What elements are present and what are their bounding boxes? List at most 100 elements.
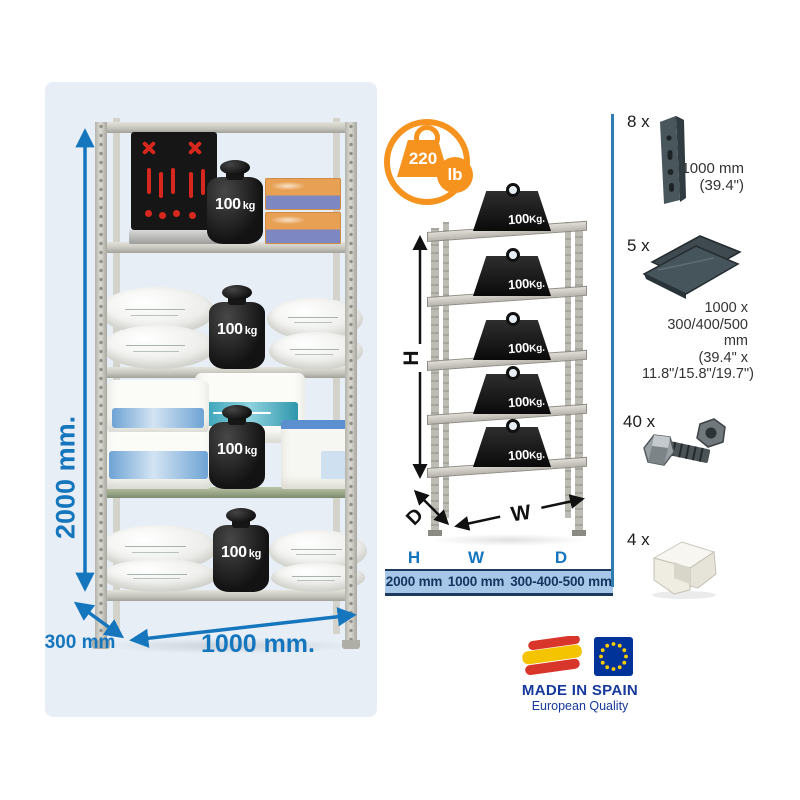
size-table-value-w: 1000 mm [447, 574, 505, 589]
paint-bucket [103, 432, 213, 489]
width-dimension-label: 1000 mm. [201, 630, 315, 658]
part-qty-uprights: 8 x [627, 112, 650, 131]
weight-knob [222, 405, 252, 420]
diagram-weight-ring [506, 366, 520, 380]
weight-body [209, 422, 265, 489]
diagram-weight-body [473, 191, 551, 231]
part-label-line: 11.8"/15.8"/19.7") [642, 366, 754, 382]
capacity-unit-badge: lb [437, 157, 473, 193]
depth-arrow [73, 601, 125, 639]
part-label-shelves: 1000 x 300/400/500 mm (39.4" x 11.8"/15.… [642, 300, 754, 383]
upright-post-icon [660, 116, 686, 204]
tool-mark [189, 172, 193, 198]
tool-mark [201, 169, 205, 195]
capacity-value: 220 [408, 149, 438, 168]
diagram-weight-body [473, 374, 551, 414]
box-stripe [281, 420, 353, 429]
capacity-badge: 220 [384, 119, 470, 205]
sack-bag [101, 559, 217, 592]
weight-value: 100 [220, 544, 247, 561]
rack-post-front-right [345, 122, 357, 642]
diagram-weight-100kg: 100Kg. [473, 183, 551, 231]
diagram-weight-ring [506, 312, 520, 326]
eu-flag-icon [594, 637, 633, 676]
diagram-weight-ring [506, 248, 520, 262]
part-qty-feet: 4 x [627, 530, 650, 549]
tool-mark [173, 210, 180, 217]
diagram-depth-arrow [413, 489, 450, 526]
diagram-weight-100kg: 100Kg. [473, 248, 551, 296]
rack-post-front-left [95, 122, 107, 642]
rack-foot [92, 640, 110, 649]
rack-diagram: 100Kg. 100Kg. 100Kg. 100Kg. 100Kg. [425, 182, 615, 554]
weight-body [213, 525, 269, 592]
size-table-value-row: 2000 mm 1000 mm 300-400-500 mm [385, 569, 613, 596]
tool-mark [189, 212, 196, 219]
rack-shelf-5 [95, 590, 357, 601]
origin-title: MADE IN SPAIN [521, 682, 639, 699]
size-table-header-h: H [407, 548, 421, 567]
carton-box [265, 178, 341, 210]
diagram-weight-body [473, 256, 551, 296]
size-table-value-d: 300-400-500 mm [510, 574, 612, 589]
rack-shelf-3 [95, 367, 357, 378]
spain-flag-icon [522, 636, 582, 676]
diagram-weight-ring [506, 183, 520, 197]
diagram-foot [428, 530, 442, 536]
bucket-label [112, 408, 204, 428]
weight-knob [220, 160, 250, 175]
weight-knob [226, 508, 256, 523]
bucket-label [108, 451, 208, 479]
part-label-line: (39.4") [699, 177, 744, 194]
weight-value: 100 [216, 441, 243, 458]
weight-unit: kg [242, 200, 256, 212]
weight-unit: kg [248, 548, 262, 560]
weight-knob [222, 285, 252, 300]
diagram-weight-100kg: 100Kg. [473, 419, 551, 467]
tool-mark [159, 172, 163, 198]
part-label-line: 1000 x [704, 300, 748, 316]
paint-bucket [107, 380, 209, 434]
origin-badge: MADE IN SPAIN European Quality [500, 626, 660, 716]
diagram-shadow [431, 534, 587, 546]
sack-bag [101, 325, 215, 369]
part-label-line: (39.4" x [698, 349, 748, 366]
part-label-line: 300/400/500 mm [667, 316, 748, 350]
white-box [281, 420, 353, 489]
size-table: H W D 2000 mm 1000 mm 300-400-500 mm [385, 548, 613, 596]
diagram-post-back-right [565, 222, 571, 518]
height-dimension-label: 2000 mm. [50, 415, 81, 540]
diagram-post-front-left [431, 228, 439, 530]
rack-shelf-4 [95, 487, 357, 498]
part-label-uprights: 1000 mm (39.4") [658, 160, 744, 194]
part-qty-shelves: 5 x [627, 236, 650, 255]
tool-panel [131, 132, 217, 230]
tool-mark [171, 168, 175, 194]
size-table-header-d: D [554, 548, 568, 567]
diagram-dim-h-label: H [398, 344, 426, 372]
size-table-header-row: H W D [385, 548, 613, 569]
part-label-line: 1000 mm [681, 160, 744, 177]
box-label [320, 451, 346, 479]
diagram-foot [572, 530, 586, 536]
diagram-weight-body [473, 320, 551, 360]
tool-mark [159, 212, 166, 219]
plastic-foot-icon [652, 541, 717, 599]
weight-body [207, 177, 263, 244]
carton-box [265, 212, 341, 244]
separator-line [611, 114, 614, 587]
weight-body [209, 302, 265, 369]
size-table-header-w: W [467, 548, 485, 567]
tool-mark [145, 210, 152, 217]
weight-value: 100 [216, 321, 243, 338]
rack-shelf-2 [95, 242, 357, 253]
shelf-panel-icon [642, 235, 742, 299]
diagram-weight-body [473, 427, 551, 467]
bolt-nut-icon [643, 418, 726, 466]
